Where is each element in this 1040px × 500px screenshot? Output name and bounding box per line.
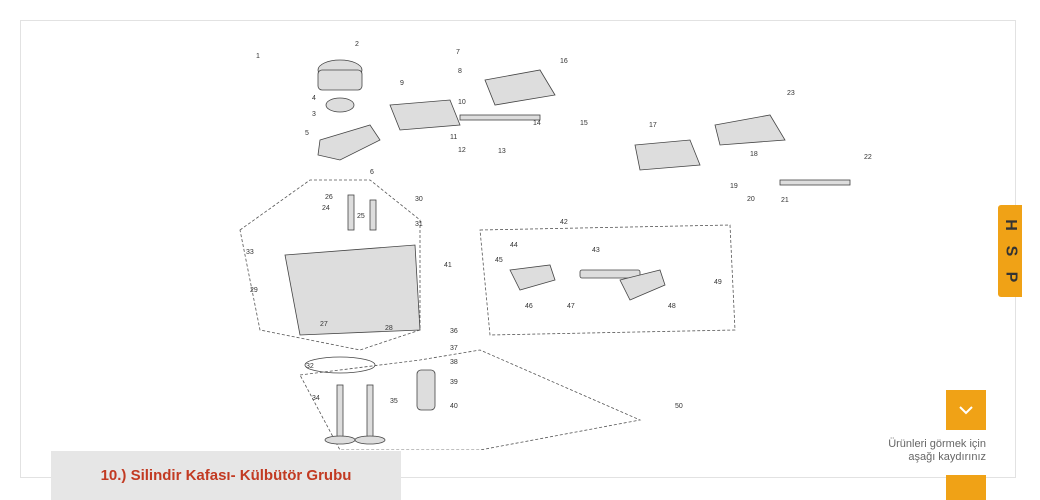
part-number-label: 33 bbox=[246, 249, 254, 256]
scroll-hint-line2: aşağı kaydırınız bbox=[908, 451, 986, 463]
scroll-hint-line1: Ürünleri görmek için bbox=[888, 438, 986, 450]
chevron-down-icon bbox=[959, 406, 973, 415]
part-number-label: 10 bbox=[458, 99, 466, 106]
part-number-label: 20 bbox=[747, 196, 755, 203]
part-number-label: 49 bbox=[714, 279, 722, 286]
scroll-down-button[interactable] bbox=[946, 390, 986, 430]
part-number-label: 23 bbox=[787, 90, 795, 97]
part-number-label: 8 bbox=[458, 68, 462, 75]
part-number-label: 35 bbox=[390, 398, 398, 405]
part-number-label: 29 bbox=[250, 287, 258, 294]
part-number-label: 39 bbox=[450, 379, 458, 386]
exploded-parts-diagram: 1 2 3 4 5 6 7 8 9 10 11 12 13 14 15 16 1… bbox=[220, 30, 900, 451]
part-number-label: 22 bbox=[864, 154, 872, 161]
part-number-label: 48 bbox=[668, 303, 676, 310]
part-number-label: 45 bbox=[495, 257, 503, 264]
part-number-label: 36 bbox=[450, 328, 458, 335]
part-number-label: 42 bbox=[560, 219, 568, 226]
part-number-label: 24 bbox=[322, 205, 330, 212]
part-number-label: 13 bbox=[498, 148, 506, 155]
scroll-hint: Ürünleri görmek için aşağı kaydırınız bbox=[888, 438, 986, 464]
part-number-label: 50 bbox=[675, 403, 683, 410]
part-number-label: 38 bbox=[450, 359, 458, 366]
part-number-label: 7 bbox=[456, 49, 460, 56]
part-number-label: 44 bbox=[510, 242, 518, 249]
part-number-label: 43 bbox=[592, 247, 600, 254]
part-number-label: 28 bbox=[385, 325, 393, 332]
part-number-label: 26 bbox=[325, 194, 333, 201]
part-number-label: 16 bbox=[560, 58, 568, 65]
part-number-label: 12 bbox=[458, 147, 466, 154]
part-number-label: 21 bbox=[781, 197, 789, 204]
part-number-label: 1 bbox=[256, 53, 260, 60]
part-number-label: 47 bbox=[567, 303, 575, 310]
scroll-indicator bbox=[946, 475, 986, 500]
part-number-labels: 1 2 3 4 5 6 7 8 9 10 11 12 13 14 15 16 1… bbox=[246, 41, 872, 410]
part-number-label: 32 bbox=[306, 363, 314, 370]
part-number-label: 4 bbox=[312, 95, 316, 102]
part-number-label: 17 bbox=[649, 122, 657, 129]
part-number-label: 25 bbox=[357, 213, 365, 220]
part-number-label: 3 bbox=[312, 111, 316, 118]
brand-letter: P bbox=[1001, 271, 1019, 283]
part-number-label: 11 bbox=[450, 134, 457, 141]
part-number-label: 34 bbox=[312, 395, 320, 402]
part-number-label: 18 bbox=[750, 151, 758, 158]
part-number-label: 46 bbox=[525, 303, 533, 310]
part-number-label: 2 bbox=[355, 41, 359, 48]
part-number-label: 27 bbox=[320, 321, 328, 328]
part-number-label: 41 bbox=[444, 262, 452, 269]
brand-letter: S bbox=[1001, 245, 1019, 257]
part-number-label: 40 bbox=[450, 403, 458, 410]
part-number-label: 9 bbox=[400, 80, 404, 87]
part-number-label: 14 bbox=[533, 120, 541, 127]
caption-title: 10.) Silindir Kafası- Külbütör Grubu bbox=[100, 467, 352, 484]
part-number-label: 5 bbox=[305, 130, 309, 137]
product-caption: 10.) Silindir Kafası- Külbütör Grubu bbox=[51, 451, 401, 500]
part-number-label: 6 bbox=[370, 169, 374, 176]
brand-logo-tab[interactable]: H S P bbox=[998, 205, 1022, 297]
part-number-label: 15 bbox=[580, 120, 588, 127]
part-number-label: 30 bbox=[415, 196, 423, 203]
parts-diagram-svg: 1 2 3 4 5 6 7 8 9 10 11 12 13 14 15 16 1… bbox=[239, 41, 872, 451]
part-number-label: 19 bbox=[730, 183, 738, 190]
part-number-label: 31 bbox=[415, 221, 423, 228]
part-number-label: 37 bbox=[450, 345, 458, 352]
brand-letter: H bbox=[1002, 219, 1019, 231]
